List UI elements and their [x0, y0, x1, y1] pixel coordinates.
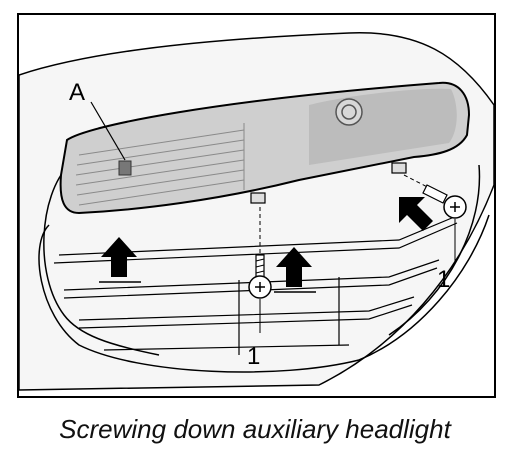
bumper-inner-contour	[38, 214, 490, 373]
callout-part-a: A	[69, 79, 86, 106]
screw-center	[248, 207, 272, 333]
part-a-leader-line	[90, 101, 126, 161]
grille-slats	[53, 214, 460, 355]
part-a-marker	[118, 160, 132, 176]
mounting-tab-right	[391, 162, 407, 174]
screw-right	[403, 174, 467, 263]
headlight-lens-ribs	[75, 123, 245, 206]
callout-screw-right: 1	[437, 266, 451, 293]
bumper-opening-left	[43, 164, 160, 356]
headlight-reflector	[335, 98, 363, 126]
illustration-frame: A 1 1	[17, 13, 496, 398]
headlight-reflector-inner	[341, 104, 357, 120]
bumper-opening-right	[388, 164, 481, 336]
figure-caption: Screwing down auxiliary headlight	[59, 414, 451, 444]
arrow-diagonal-right	[399, 197, 433, 231]
headlight-installation-diagram	[19, 32, 494, 391]
callout-screw-center: 1	[247, 343, 261, 370]
arrow-up-left	[99, 237, 141, 283]
mounting-tab-center	[250, 192, 266, 204]
arrow-up-center	[274, 247, 316, 293]
